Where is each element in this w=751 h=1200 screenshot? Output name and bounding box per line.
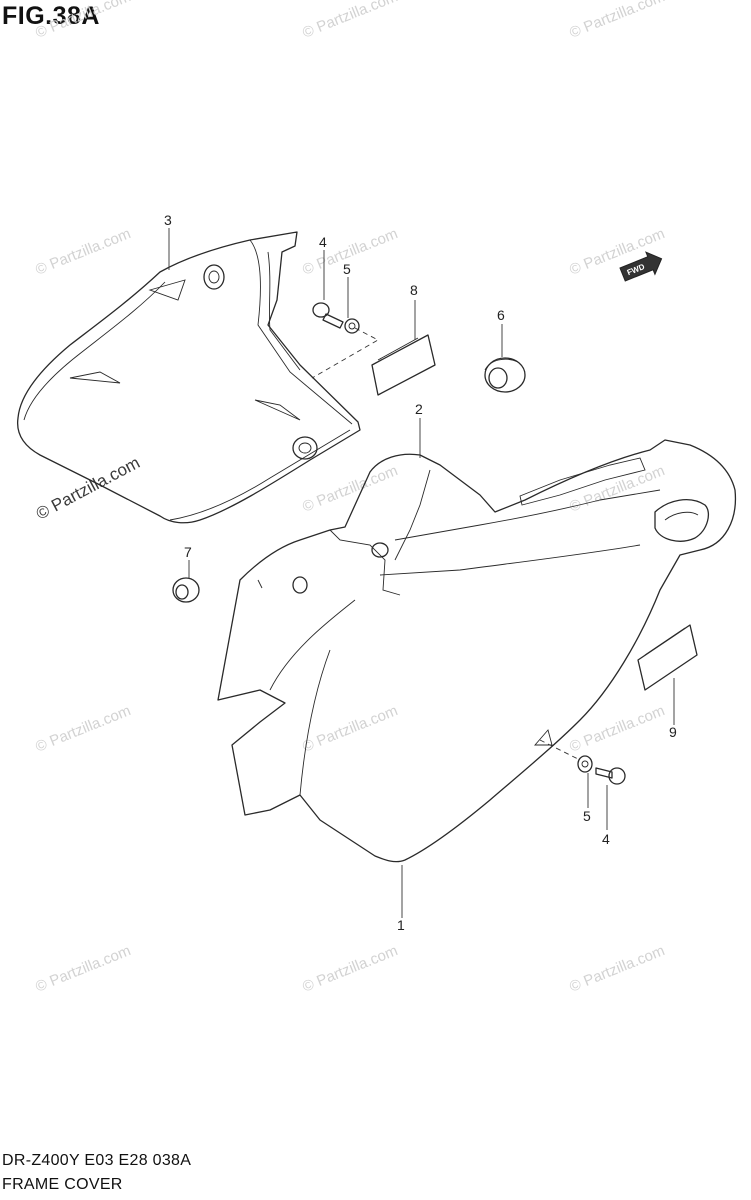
callout-9: 9 — [669, 724, 677, 740]
watermark-prominent: © Partzilla.com — [33, 453, 143, 524]
watermark: © Partzilla.com — [567, 942, 667, 996]
bolt-lower-drawing — [595, 767, 626, 785]
watermark: © Partzilla.com — [567, 225, 667, 279]
watermark: © Partzilla.com — [33, 942, 133, 996]
watermark: © Partzilla.com — [567, 702, 667, 756]
callout-8: 8 — [410, 282, 418, 298]
callout-6: 6 — [497, 307, 505, 323]
callout-2: 2 — [415, 401, 423, 417]
callout-4-lower: 4 — [602, 831, 610, 847]
cushion-pad-upper-drawing — [371, 334, 436, 396]
watermark: © Partzilla.com — [33, 0, 133, 42]
frame-cover-left-drawing — [16, 231, 361, 524]
callout-5-lower: 5 — [583, 808, 591, 824]
model-code: DR-Z400Y E03 E28 038A — [2, 1152, 192, 1169]
callout-7: 7 — [184, 544, 192, 560]
forward-arrow-icon — [619, 251, 663, 282]
callout-4-upper: 4 — [319, 234, 327, 250]
watermark: © Partzilla.com — [300, 702, 400, 756]
section-name: FRAME COVER — [2, 1176, 123, 1193]
callout-1: 1 — [397, 917, 405, 933]
watermark-layer: © Partzilla.com © Partzilla.com © Partzi… — [33, 0, 667, 996]
watermark: © Partzilla.com — [33, 225, 133, 279]
watermark: © Partzilla.com — [567, 462, 667, 516]
frame-cover-right-drawing — [217, 439, 737, 863]
watermark: © Partzilla.com — [300, 462, 400, 516]
grommet-small-drawing — [172, 577, 200, 603]
grommet-large-drawing — [484, 357, 526, 393]
cushion-pad-lower-drawing — [637, 624, 698, 691]
fwd-direction-badge: FWD — [619, 251, 663, 282]
watermark: © Partzilla.com — [33, 702, 133, 756]
watermark: © Partzilla.com — [567, 0, 667, 42]
callout-3: 3 — [164, 212, 172, 228]
watermark: © Partzilla.com — [300, 0, 400, 42]
figure-title: FIG.38A — [2, 2, 100, 30]
bolt-upper-drawing — [312, 302, 344, 329]
washer-lower-drawing — [577, 755, 593, 773]
watermark: © Partzilla.com — [300, 942, 400, 996]
washer-upper-drawing — [344, 318, 360, 334]
callout-5-upper: 5 — [343, 261, 351, 277]
